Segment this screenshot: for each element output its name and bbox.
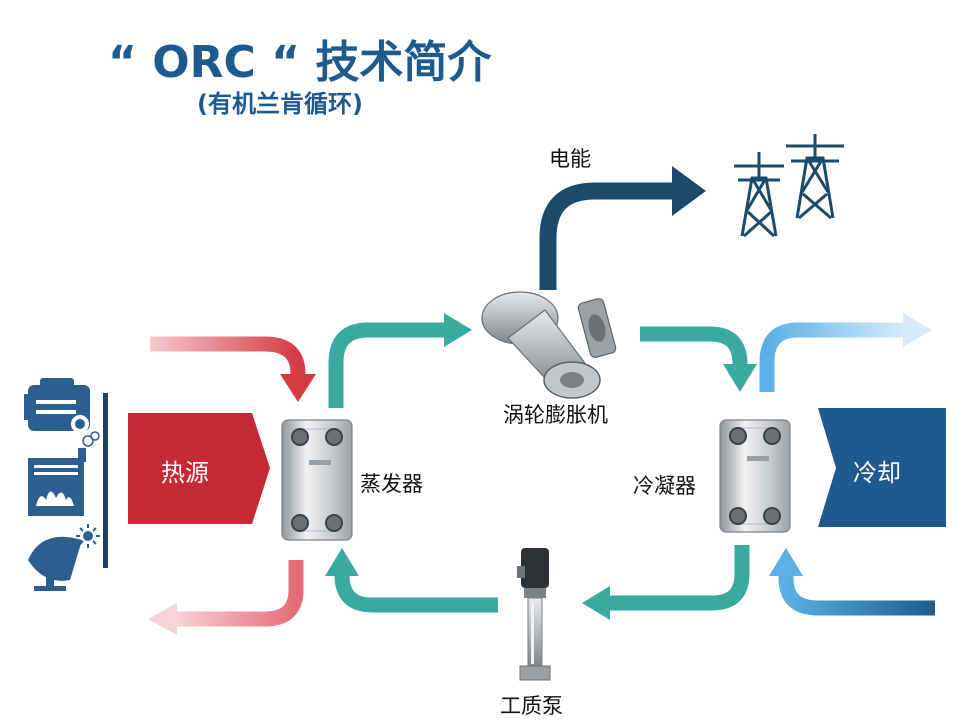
cooling-label: 冷却 bbox=[853, 459, 901, 487]
liquid-to-evaporator-arrow bbox=[325, 548, 498, 613]
page-title: “ ORC “ 技术简介 bbox=[108, 37, 492, 88]
electricity-arrow bbox=[539, 166, 706, 290]
cooling-inflow-arrow bbox=[769, 548, 935, 616]
solar-icon bbox=[28, 524, 100, 591]
liquid-to-pump-arrow bbox=[582, 545, 750, 620]
power-tower-icon bbox=[734, 134, 844, 238]
cooling-outflow-arrow bbox=[759, 313, 932, 392]
factory-icon bbox=[28, 431, 100, 516]
source-divider bbox=[103, 393, 108, 568]
pump-image bbox=[517, 548, 551, 681]
expander-label: 涡轮膨胀机 bbox=[503, 403, 608, 427]
pump-label: 工质泵 bbox=[500, 694, 563, 718]
turbo-expander-image bbox=[481, 291, 617, 399]
condenser-image bbox=[719, 419, 791, 533]
condenser-label: 冷凝器 bbox=[633, 474, 696, 498]
engine-icon bbox=[24, 378, 90, 433]
vapor-to-expander-arrow bbox=[328, 313, 472, 408]
evaporator-image bbox=[281, 419, 353, 541]
cooling-box bbox=[818, 408, 946, 527]
vapor-to-condenser-arrow bbox=[640, 326, 757, 392]
hot-outflow-arrow bbox=[148, 560, 304, 635]
heat-source-box bbox=[128, 413, 270, 524]
electricity-label: 电能 bbox=[549, 147, 591, 171]
heat-source-label: 热源 bbox=[161, 459, 209, 487]
page-subtitle: (有机兰肯循环) bbox=[197, 90, 363, 118]
hot-inflow-arrow bbox=[150, 336, 316, 402]
evaporator-label: 蒸发器 bbox=[360, 472, 423, 496]
